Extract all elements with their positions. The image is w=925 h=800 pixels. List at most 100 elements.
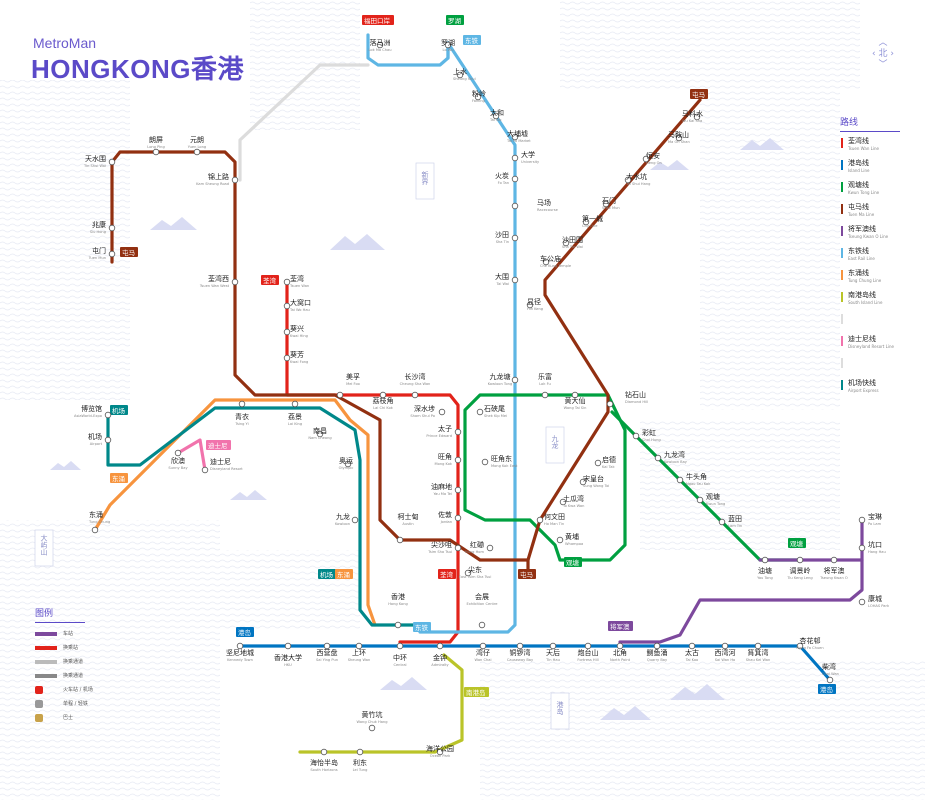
route-line-tuenma-west[interactable] xyxy=(110,150,237,264)
station-dot[interactable] xyxy=(559,498,567,506)
station-dot[interactable] xyxy=(549,642,557,650)
line-tag[interactable]: 南港岛 xyxy=(464,687,489,697)
station-dot[interactable] xyxy=(231,278,239,286)
station-dot[interactable] xyxy=(316,430,324,438)
route-line-tungchung[interactable] xyxy=(93,398,377,627)
line-tag[interactable]: 东铁 xyxy=(413,622,431,632)
route-line-grey-north[interactable] xyxy=(238,63,370,182)
line-tag[interactable]: 荃湾 xyxy=(261,275,279,285)
station-dot[interactable] xyxy=(541,391,549,399)
station-dot[interactable] xyxy=(396,536,404,544)
station-dot[interactable] xyxy=(284,642,292,650)
line-tag[interactable]: 罗湖 xyxy=(446,15,464,25)
station-dot[interactable] xyxy=(486,544,494,552)
station-dot[interactable] xyxy=(571,391,579,399)
line-tag[interactable]: 将军澳 xyxy=(608,621,633,631)
station-dot[interactable] xyxy=(454,456,462,464)
station-dot[interactable] xyxy=(511,154,519,162)
station-dot[interactable] xyxy=(231,176,239,184)
station-dot[interactable] xyxy=(344,460,352,468)
station-dot[interactable] xyxy=(511,133,519,141)
line-tag[interactable]: 机场 xyxy=(110,405,128,415)
station-dot[interactable] xyxy=(693,113,701,121)
station-dot[interactable] xyxy=(464,569,472,577)
station-dot[interactable] xyxy=(104,411,112,419)
station-dot[interactable] xyxy=(721,642,729,650)
station-dot[interactable] xyxy=(476,408,484,416)
route-line-kwuntong[interactable] xyxy=(463,393,627,562)
station-dot[interactable] xyxy=(526,301,534,309)
station-dot[interactable] xyxy=(481,458,489,466)
station-dot[interactable] xyxy=(444,41,452,49)
station-dot[interactable] xyxy=(283,278,291,286)
route-line-tuenma-south[interactable] xyxy=(233,178,530,562)
line-tag[interactable]: 港岛 xyxy=(818,684,836,694)
station-dot[interactable] xyxy=(536,516,544,524)
station-dot[interactable] xyxy=(201,466,209,474)
station-dot[interactable] xyxy=(761,556,769,564)
station-dot[interactable] xyxy=(376,41,384,49)
line-tag[interactable]: 屯马 xyxy=(690,89,708,99)
line-tag[interactable]: 机场 xyxy=(318,569,336,579)
station-dot[interactable] xyxy=(511,202,519,210)
station-dot[interactable] xyxy=(642,155,650,163)
station-dot[interactable] xyxy=(542,258,550,266)
route-line-southisland[interactable] xyxy=(298,653,464,754)
station-dot[interactable] xyxy=(830,556,838,564)
line-tag[interactable]: 迪士尼 xyxy=(206,440,231,450)
station-dot[interactable] xyxy=(454,544,462,552)
station-dot[interactable] xyxy=(478,621,486,629)
station-dot[interactable] xyxy=(283,354,291,362)
station-dot[interactable] xyxy=(492,112,500,120)
line-tag[interactable]: 荃湾 xyxy=(438,569,456,579)
station-dot[interactable] xyxy=(91,526,99,534)
line-tag[interactable]: 屯马 xyxy=(120,247,138,257)
station-dot[interactable] xyxy=(606,400,614,408)
route-line-disney[interactable] xyxy=(176,438,207,472)
station-dot[interactable] xyxy=(594,459,602,467)
station-dot[interactable] xyxy=(356,748,364,756)
station-dot[interactable] xyxy=(579,478,587,486)
station-dot[interactable] xyxy=(796,642,804,650)
